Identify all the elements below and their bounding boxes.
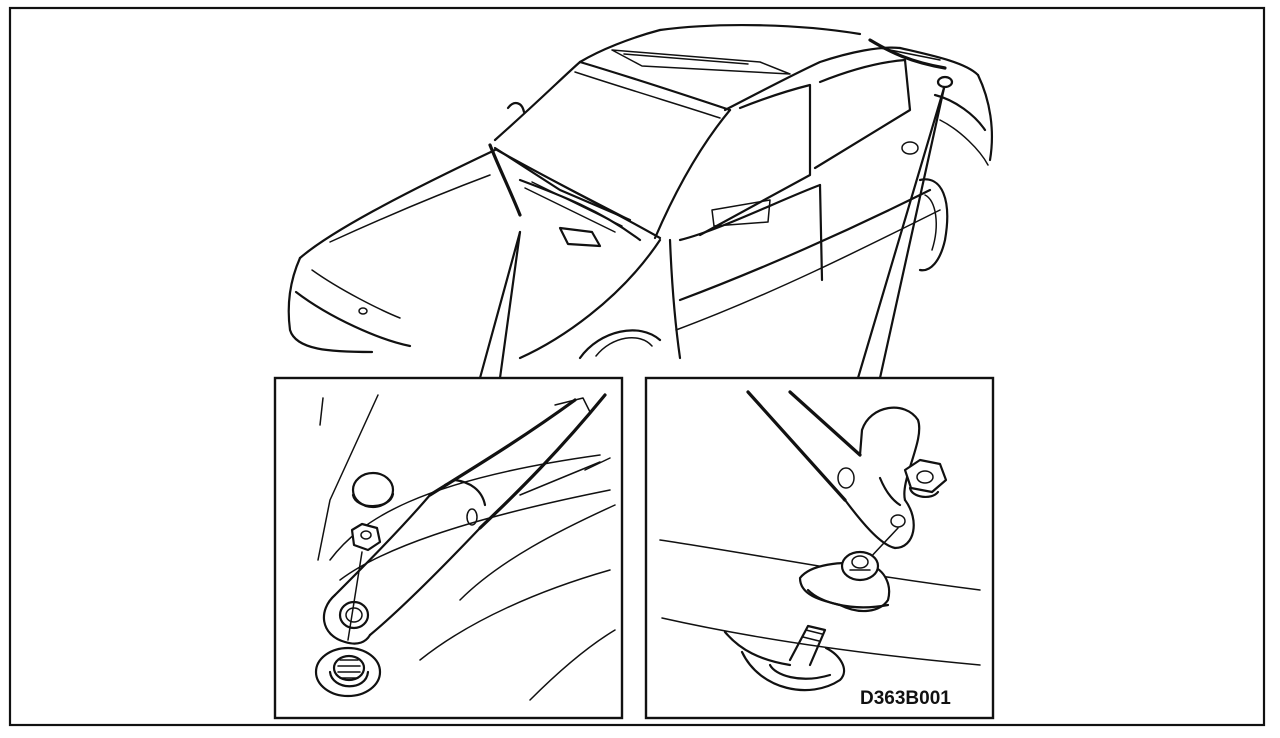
front-leader-line xyxy=(478,230,522,380)
rear-leader-line xyxy=(856,86,946,380)
rear-detail-frame xyxy=(644,376,995,720)
front-detail-frame xyxy=(273,376,624,720)
car-illustration xyxy=(287,23,993,360)
front-wiper-detail xyxy=(273,376,624,720)
outer-frame xyxy=(8,6,1266,727)
rear-wiper-detail: D363B001 xyxy=(644,376,995,720)
figure-code: D363B001 xyxy=(860,688,951,709)
